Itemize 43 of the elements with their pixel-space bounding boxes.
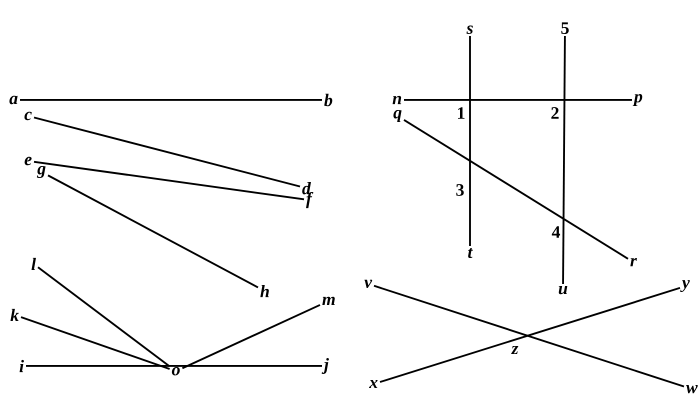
point-label: z xyxy=(511,346,518,354)
point-label: j xyxy=(322,358,329,374)
line xyxy=(26,365,322,367)
point-label: b xyxy=(324,94,332,106)
line xyxy=(404,119,628,260)
point-label: y xyxy=(680,280,690,292)
point-label: k xyxy=(10,308,19,321)
point-label: n xyxy=(392,96,402,104)
line xyxy=(37,266,170,368)
point-label: 5 xyxy=(561,22,569,34)
point-label: 4 xyxy=(552,226,560,238)
point-label: t xyxy=(468,248,473,258)
point-label: h xyxy=(260,285,269,298)
point-label: g xyxy=(36,166,46,178)
line xyxy=(469,36,471,246)
line xyxy=(562,36,566,284)
point-label: 2 xyxy=(551,107,559,119)
point-label: l xyxy=(32,258,36,270)
point-label: e xyxy=(24,156,32,166)
point-label: s xyxy=(466,26,473,34)
point-label: c xyxy=(24,112,32,120)
point-label: f xyxy=(306,192,314,208)
point-label: r xyxy=(630,258,637,266)
point-label: i xyxy=(20,360,24,372)
line xyxy=(182,304,320,370)
point-label: p xyxy=(632,94,642,106)
line xyxy=(34,116,300,188)
point-label: v xyxy=(364,280,372,288)
line xyxy=(20,99,322,101)
point-label: a xyxy=(9,96,18,104)
line xyxy=(48,174,258,288)
point-label: 1 xyxy=(458,107,464,119)
line xyxy=(404,99,632,101)
point-label: w xyxy=(686,384,698,394)
line xyxy=(34,160,304,200)
point-label: q xyxy=(393,110,402,122)
point-label: m xyxy=(322,296,335,305)
point-label: 3 xyxy=(456,184,464,196)
point-label: d xyxy=(302,182,311,194)
point-label: x xyxy=(369,380,378,388)
line xyxy=(20,316,170,370)
point-label: o xyxy=(172,367,180,376)
point-label: u xyxy=(558,286,568,294)
